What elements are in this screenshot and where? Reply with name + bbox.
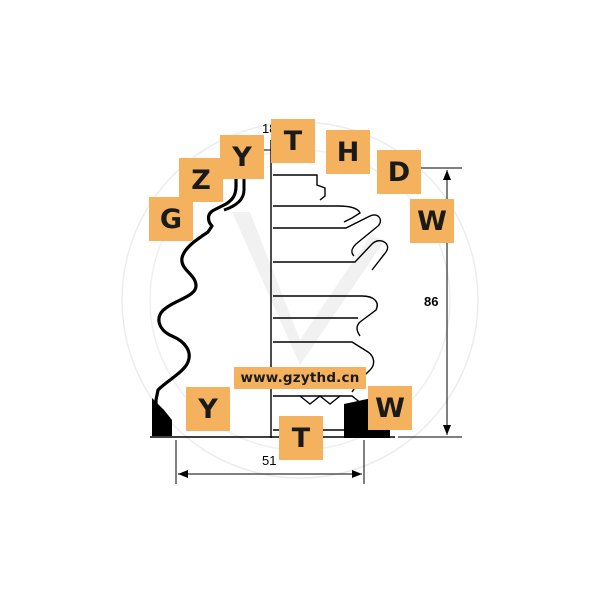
dimension-width-label: 51: [262, 453, 277, 468]
boot-outer-profile: [154, 172, 238, 436]
watermark-tile-z: Z: [179, 158, 223, 202]
watermark-tile-y-bottom: Y: [186, 387, 230, 431]
watermark-tile-w-bottom: W: [368, 386, 412, 430]
watermark-tile-d: D: [377, 150, 421, 194]
watermark-url: www.gzythd.cn: [234, 367, 366, 389]
watermark-tile-t-top: T: [271, 119, 315, 163]
watermark-tile-w-top: W: [410, 199, 454, 243]
watermark-tile-h: H: [326, 130, 370, 174]
watermark-tile-y-top: Y: [220, 135, 264, 179]
boot-top-collar-left: [223, 172, 246, 212]
boot-section-right: [273, 174, 389, 405]
watermark-tile-g: G: [149, 197, 193, 241]
watermark-tile-t-bottom: T: [279, 416, 323, 460]
dimension-height-label: 86: [424, 294, 439, 309]
width-dimension: [175, 440, 365, 484]
boot-bottom-flange-left: [152, 398, 172, 436]
watermark-v-logo: [232, 212, 385, 365]
